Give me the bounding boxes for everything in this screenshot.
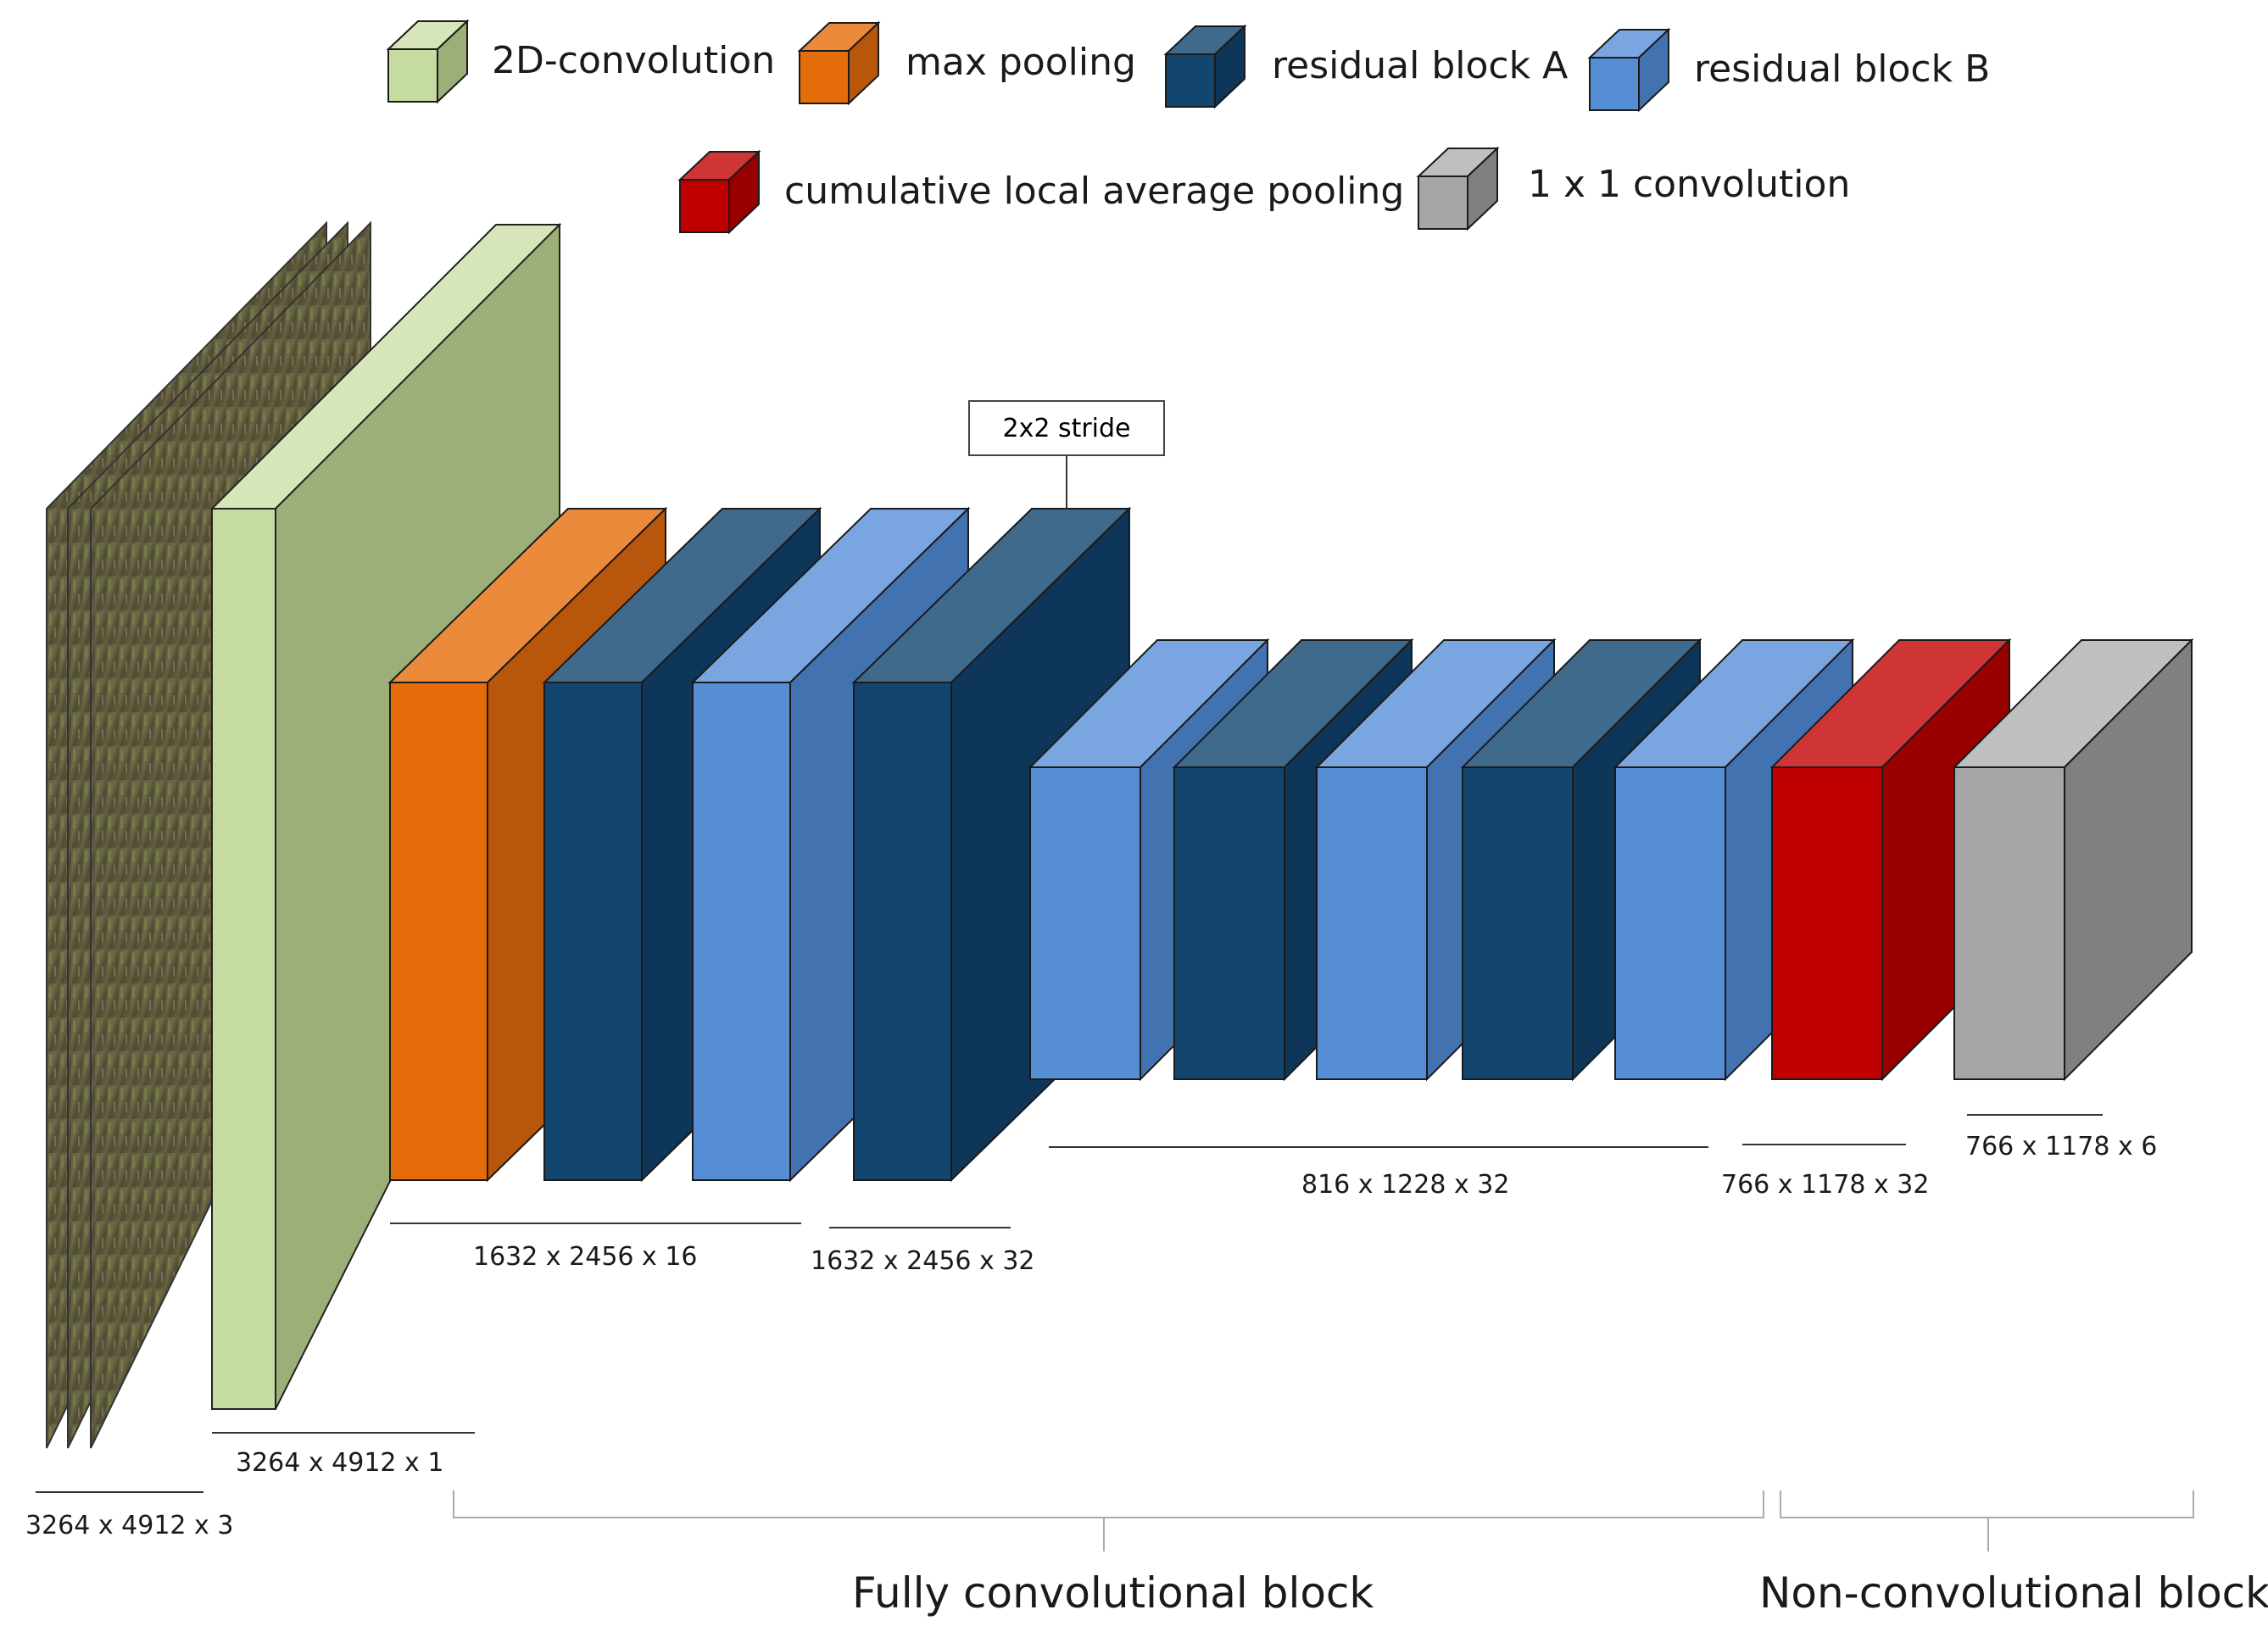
legend-swatch-conv1x1 <box>1416 146 1500 231</box>
legend-swatch-resB <box>1587 27 1671 113</box>
dim-label-input: 3264 x 4912 x 3 <box>25 1511 234 1540</box>
layer-cubes <box>387 506 2194 1183</box>
conv1x1-cube <box>1952 638 2194 1082</box>
dim-label-stage4: 766 x 1178 x 32 <box>1721 1170 1930 1200</box>
dim-label-stage3: 816 x 1228 x 32 <box>1301 1170 1510 1200</box>
legend-label-clap: cumulative local average pooling <box>784 170 1405 213</box>
dim-label-stage1: 1632 x 2456 x 16 <box>473 1242 698 1272</box>
dim-label-conv: 3264 x 4912 x 1 <box>236 1448 444 1478</box>
non-conv-bracket <box>1780 1490 2194 1518</box>
legend-label-resB: residual block B <box>1694 47 1991 91</box>
legend-swatch-conv2d <box>386 19 470 104</box>
legend-swatch-maxpool <box>797 20 881 106</box>
dimension-lines <box>36 1114 2103 1493</box>
block-brackets <box>453 1490 2194 1551</box>
non-conv-block-label: Non-convolutional block <box>1759 1568 2268 1618</box>
legend-label-resA: residual block A <box>1272 44 1569 87</box>
stride-annotation: 2x2 stride <box>968 400 1165 456</box>
legend-label-conv2d: 2D-convolution <box>492 39 776 82</box>
legend-swatches <box>386 19 1671 235</box>
dim-label-output: 766 x 1178 x 6 <box>1965 1132 2158 1161</box>
dim-label-stage2: 1632 x 2456 x 32 <box>811 1246 1035 1276</box>
legend-label-maxpool: max pooling <box>906 41 1136 84</box>
legend-label-conv1x1: 1 x 1 convolution <box>1528 163 1851 206</box>
legend-swatch-clap <box>677 149 761 235</box>
fully-conv-block-label: Fully convolutional block <box>852 1568 1374 1618</box>
clap-cube <box>1769 638 2012 1082</box>
fully-conv-bracket <box>453 1490 1764 1518</box>
legend-swatch-resA <box>1163 24 1247 109</box>
